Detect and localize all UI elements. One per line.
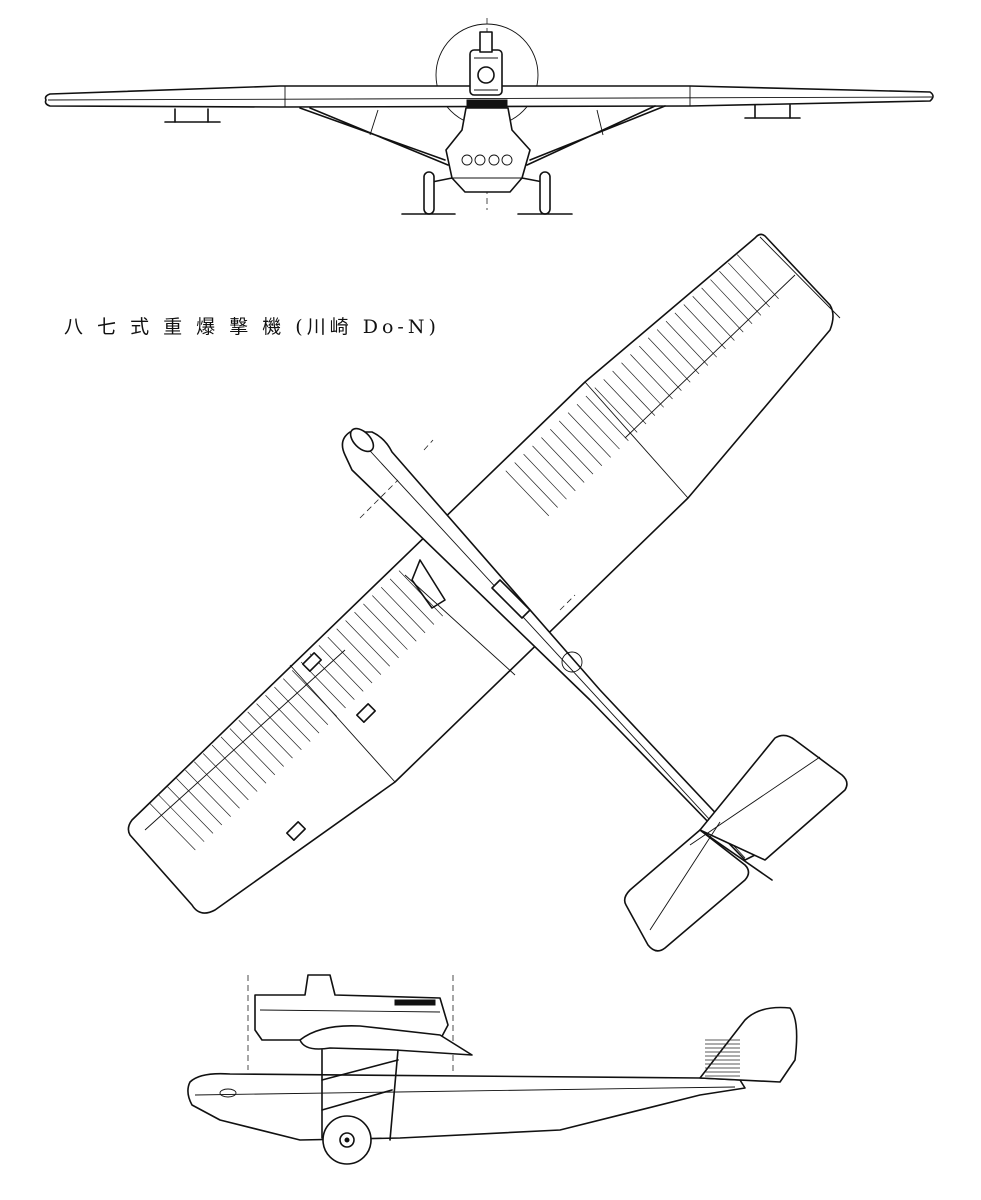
- cowling-band: [466, 99, 508, 109]
- tailplane-left: [623, 829, 750, 952]
- wing-rib: [265, 695, 311, 742]
- wing-rib: [380, 586, 426, 634]
- front-view: [44, 18, 934, 215]
- rudder-plan: [699, 829, 773, 881]
- wing-rib: [541, 437, 585, 483]
- wing-rib: [585, 395, 629, 441]
- wing-rib: [211, 744, 258, 792]
- engine-nacelle-side: [254, 974, 449, 1041]
- wing-rib: [318, 645, 364, 692]
- wing-rib: [558, 420, 603, 467]
- wing-rib: [532, 445, 576, 492]
- tail-fin-side: [699, 1006, 798, 1083]
- wing-rib: [372, 595, 417, 642]
- tail-fin-hatching: [705, 1039, 740, 1077]
- tailplane-right: [699, 734, 848, 861]
- wing-section-side: [299, 1024, 473, 1056]
- wing-rib: [692, 295, 735, 341]
- wing-rib: [665, 320, 709, 366]
- wing-rib: [594, 387, 638, 433]
- wing-rib: [389, 578, 435, 625]
- wing-rib: [550, 428, 594, 475]
- wing-rib: [345, 620, 390, 667]
- wing-rib: [274, 686, 320, 734]
- wing-rib: [176, 778, 223, 826]
- wing-rib: [683, 304, 726, 350]
- top-view: [127, 233, 848, 952]
- nose-plan: [349, 427, 375, 453]
- wing-rib: [291, 670, 337, 717]
- wing-rib: [167, 786, 214, 834]
- wing-rib: [256, 703, 302, 751]
- front-fuselage: [445, 107, 531, 193]
- wing-rib: [247, 711, 293, 759]
- wing-rib: [630, 354, 673, 400]
- strut-right: [526, 105, 666, 166]
- fuselage-plan: [341, 431, 756, 861]
- wing-rib: [220, 736, 267, 784]
- wing-rib: [576, 404, 620, 450]
- wing-rib: [354, 611, 399, 659]
- exhaust-stack: [479, 31, 493, 53]
- drawing-caption: 八 七 式 重 爆 撃 機 (川崎 Do-N): [64, 316, 440, 338]
- wing-rib: [656, 329, 700, 375]
- wing-rib: [701, 287, 744, 333]
- wing-rib: [523, 453, 567, 500]
- strut-left: [299, 107, 449, 166]
- wing-panel-line-left: [289, 664, 396, 783]
- exhaust-side: [394, 999, 436, 1006]
- wing-rib: [728, 262, 770, 308]
- wing-rib: [327, 636, 373, 684]
- wing-rib: [621, 362, 664, 408]
- propeller-hub: [477, 66, 495, 84]
- front-wing: [44, 85, 934, 108]
- wing-rib: [185, 769, 231, 817]
- wing-rib: [363, 603, 408, 650]
- wheel-right: [539, 171, 551, 215]
- wing-rib: [283, 678, 329, 725]
- wing-rib: [674, 312, 717, 358]
- wing-rib: [710, 279, 753, 325]
- wing-rib: [647, 337, 691, 383]
- wing-rib: [229, 728, 276, 776]
- wing-panel-line-right: [584, 381, 689, 499]
- wing-rib: [612, 370, 656, 416]
- wing-rib: [736, 254, 779, 299]
- wing-rib: [149, 803, 196, 851]
- front-wing-chordline: [47, 96, 933, 101]
- strut-side-rear: [389, 1049, 399, 1141]
- wing-rib: [194, 761, 240, 809]
- wing-rib: [514, 462, 558, 508]
- wheel-left: [423, 171, 435, 215]
- wing-rib: [719, 271, 762, 316]
- wing-rib-hatching: [149, 254, 779, 851]
- fuselage-centerline: [359, 439, 746, 859]
- wing-rib: [158, 794, 205, 842]
- side-view: [187, 974, 798, 1165]
- wing-rib: [567, 412, 611, 458]
- fuselage-side: [187, 1072, 746, 1141]
- cockpit-plan: [491, 579, 531, 619]
- wing-rib: [639, 345, 682, 391]
- wing-rib: [238, 719, 284, 767]
- wing-rib: [505, 470, 550, 517]
- wing-rib: [603, 379, 647, 425]
- nacelle-plan: [411, 559, 446, 609]
- wing-rib: [336, 628, 382, 675]
- wing-rib: [202, 753, 249, 801]
